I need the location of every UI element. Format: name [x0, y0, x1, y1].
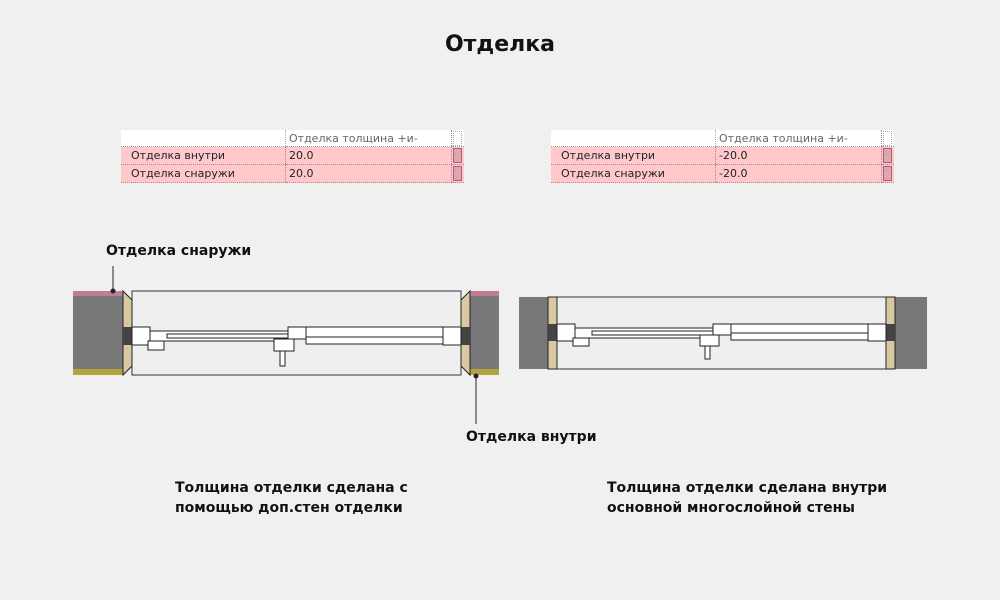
inner-finish-band — [470, 369, 499, 375]
caption-line: Толщина отделки сделана с — [175, 480, 408, 496]
column-header-finish-thickness: Отделка толщина +и- — [715, 130, 882, 147]
param-name: Отделка снаружи — [551, 164, 716, 183]
row-handle[interactable] — [453, 166, 462, 181]
outside-marker — [110, 288, 116, 294]
column-header-finish-thickness: Отделка толщина +и- — [285, 130, 452, 147]
handle — [704, 345, 711, 360]
left-wall — [73, 291, 123, 375]
header-handle — [883, 130, 892, 146]
param-name: Отделка внутри — [551, 146, 716, 165]
right-window-section — [519, 296, 927, 370]
row-handle[interactable] — [883, 166, 892, 181]
param-name: Отделка снаружи — [121, 164, 286, 183]
outside-finish-label: Отделка снаружи — [106, 243, 252, 259]
table-row[interactable]: Отделка внутри 20.0 — [121, 146, 464, 165]
table-row[interactable]: Отделка снаружи -20.0 — [551, 164, 894, 183]
right-wall — [470, 291, 499, 375]
param-value-input[interactable]: 20.0 — [285, 164, 452, 183]
row-handle[interactable] — [453, 148, 462, 163]
outer-finish-band — [73, 291, 123, 296]
inside-marker — [473, 373, 479, 379]
left-caption: Толщина отделки сделана с помощью доп.ст… — [175, 478, 408, 518]
right-parameters-table: Отделка толщина +и- Отделка внутри -20.0… — [551, 130, 894, 183]
inside-finish-label: Отделка внутри — [466, 429, 597, 445]
left-parameters-table: Отделка толщина +и- Отделка внутри 20.0 … — [121, 130, 464, 183]
param-value-input[interactable]: -20.0 — [715, 164, 882, 183]
table-row[interactable]: Отделка внутри -20.0 — [551, 146, 894, 165]
right-wall — [895, 297, 927, 369]
inner-finish-band — [73, 369, 123, 375]
caption-line: Толщина отделки сделана внутри — [607, 480, 888, 496]
handle — [279, 350, 286, 367]
caption-line: основной многослойной стены — [607, 500, 855, 516]
outer-finish-band — [470, 291, 499, 296]
table-row[interactable]: Отделка снаружи 20.0 — [121, 164, 464, 183]
table-header-row: Отделка толщина +и- — [551, 130, 894, 147]
left-wall — [519, 297, 548, 369]
table-header-row: Отделка толщина +и- — [121, 130, 464, 147]
page-title: Отделка — [444, 32, 556, 57]
row-handle[interactable] — [883, 148, 892, 163]
param-name: Отделка внутри — [121, 146, 286, 165]
param-value-input[interactable]: -20.0 — [715, 146, 882, 165]
left-window-section — [73, 266, 499, 424]
header-handle — [453, 130, 462, 146]
right-caption: Толщина отделки сделана внутри основной … — [607, 478, 887, 518]
caption-line: помощью доп.стен отделки — [175, 500, 403, 516]
param-value-input[interactable]: 20.0 — [285, 146, 452, 165]
